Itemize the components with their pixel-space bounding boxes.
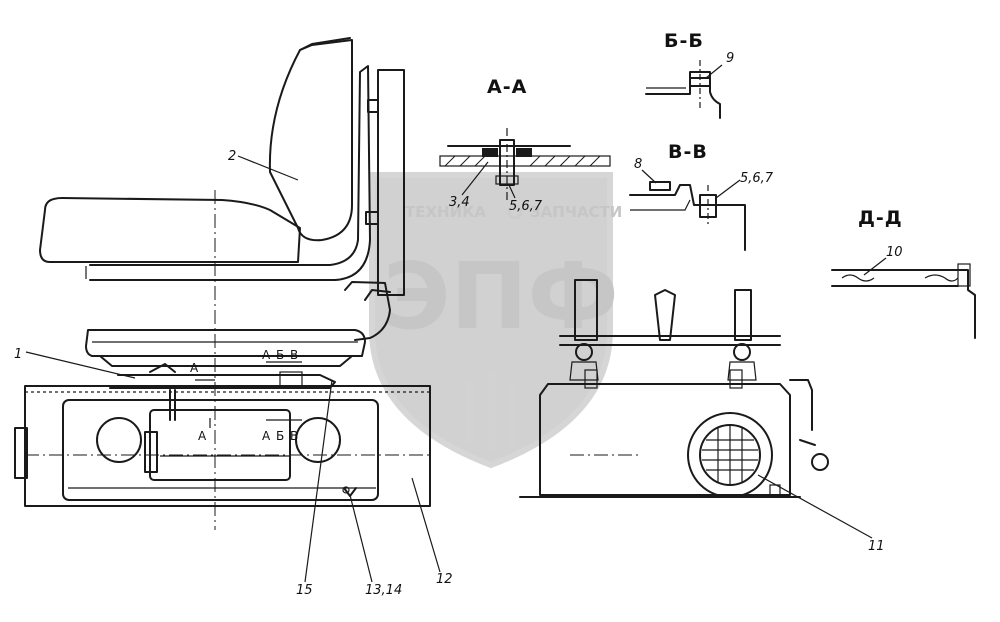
callout-1: 1 [14,347,22,362]
section-vv: В-В 8 5,6,7 [629,141,774,251]
section-mark-b-top: Б [276,348,284,362]
watermark-brand: ЭПФ [383,243,619,350]
section-aa: А-А 3,4 5,6,7 [439,76,611,214]
section-mark-a-bot-left: А [198,429,207,443]
seat-suspension-base [85,329,366,357]
section-dd: Д-Д 10 [831,207,976,339]
watermark-left-word: ТЕХНИКА [405,203,486,221]
section-dd-title: Д-Д [858,207,903,229]
seat-assembly [39,37,405,367]
wheat-icon [466,370,516,452]
callouts: 1 2 11 12 13,14 15 [14,149,885,598]
section-bb: Б-Б 9 [645,30,734,119]
callout-9: 9 [726,51,734,66]
watermark-right-word: ЗАПЧАСТИ [530,203,622,221]
seat-post-bracket [377,69,405,296]
section-mark-v-bot: В [290,429,298,443]
section-mark-v-top: В [290,348,298,362]
gear-icon [507,204,523,220]
callout-5-6-7-b: 5,6,7 [740,171,774,186]
callout-3-4: 3,4 [449,195,470,210]
backrest [268,39,353,242]
callout-10: 10 [886,245,903,260]
rubber-pad-right [516,148,532,157]
roller-left [96,417,142,463]
seat-frame-tube [89,65,371,281]
callout-12: 12 [436,572,453,587]
watermark-shield [369,172,613,469]
fan-housing [687,412,773,498]
battery-compartment [149,409,291,481]
roller-right [295,417,341,463]
callout-5-6-7-a: 5,6,7 [509,199,543,214]
fan-grille [702,426,758,484]
section-mark-b-bot: Б [276,429,284,443]
callout-11: 11 [868,539,885,554]
callout-8: 8 [634,157,642,172]
section-marks: А А Б В А А Б В [190,348,302,443]
section-mark-a-top-right: А [262,348,271,362]
callout-13-14: 13,14 [365,583,402,598]
section-aa-title: А-А [487,76,527,98]
section-bb-title: Б-Б [664,30,704,52]
rubber-pad-left [482,148,498,157]
section-vv-title: В-В [668,141,708,163]
base-box-front [519,279,829,498]
callout-2: 2 [228,149,236,164]
base-box-outline [24,385,431,507]
section-mark-a-top-left: А [190,361,199,375]
handle-knob [811,453,829,471]
watermark: ТЕХНИКА ЗАПЧАСТИ ЭПФ [369,172,622,469]
base-box-side [14,385,431,507]
callout-15: 15 [296,583,313,598]
seat-cushion [39,197,301,263]
section-mark-a-bot-right: А [262,429,271,443]
